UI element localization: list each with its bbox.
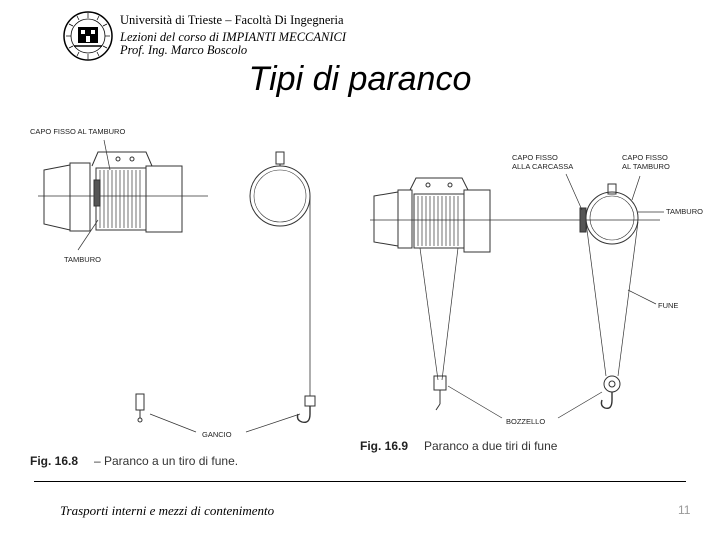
label-capo-fisso-tamburo-2: AL TAMBURO bbox=[622, 162, 670, 171]
caption-16-8-text: – Paranco a un tiro di fune. bbox=[94, 454, 238, 468]
label-capo-fisso-tamburo-16-8: CAPO FISSO AL TAMBURO bbox=[30, 127, 125, 136]
footer-divider bbox=[34, 481, 686, 482]
page-number: 11 bbox=[678, 503, 691, 517]
label-capo-fisso-carcassa-1: CAPO FISSO bbox=[512, 153, 558, 162]
professor-name: Prof. Ing. Marco Boscolo bbox=[120, 43, 248, 57]
caption-16-9-text: Paranco a due tiri di fune bbox=[424, 439, 558, 453]
label-capo-fisso-carcassa-2: ALLA CARCASSA bbox=[512, 162, 573, 171]
course-name: Lezioni del corso di IMPIANTI MECCANICI bbox=[120, 30, 347, 44]
fig-16-8-drawing bbox=[38, 139, 316, 433]
fig-16-9-drawing bbox=[370, 173, 664, 419]
label-tamburo-16-9: TAMBURO bbox=[666, 207, 703, 216]
university-seal-icon bbox=[63, 11, 113, 61]
label-gancio: GANCIO bbox=[202, 430, 232, 439]
university-name: Università di Trieste – Facoltà Di Ingeg… bbox=[120, 13, 344, 27]
footer-text: Trasporti interni e mezzi di conteniment… bbox=[60, 503, 275, 518]
slide-title: Tipi di paranco bbox=[248, 60, 472, 98]
caption-16-8-number: Fig. 16.8 bbox=[30, 454, 78, 468]
caption-16-9-number: Fig. 16.9 bbox=[360, 439, 408, 453]
label-bozzello: BOZZELLO bbox=[506, 417, 545, 426]
label-fune: FUNE bbox=[658, 301, 678, 310]
label-capo-fisso-tamburo-1: CAPO FISSO bbox=[622, 153, 668, 162]
label-tamburo-16-8: TAMBURO bbox=[64, 255, 101, 264]
